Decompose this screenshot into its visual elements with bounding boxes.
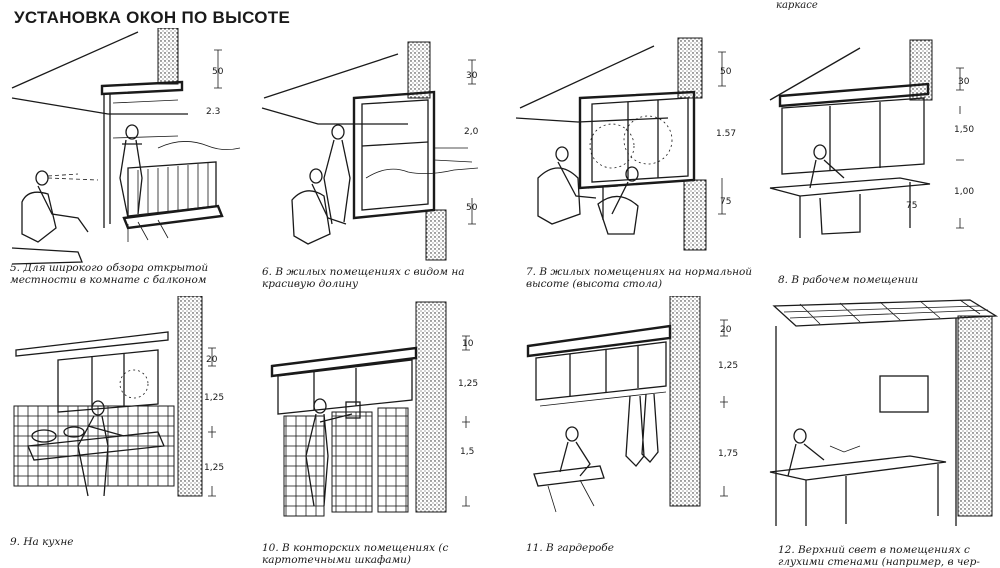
wardrobe-illustration: 20 1,25 1,75 xyxy=(526,296,738,513)
caption-panel-10: 10. В конторских помещениях (с картотечн… xyxy=(262,542,449,566)
dim-label: 30 xyxy=(958,77,970,87)
dim-label: 1,00 xyxy=(954,187,974,197)
dim-label: 20 xyxy=(206,355,218,365)
panel-work-room: 30 1,50 1,00 75 xyxy=(760,28,1000,268)
office-illustration: 10 1,25 1,5 xyxy=(270,301,478,517)
dim-label: 20 xyxy=(720,325,732,335)
panel-wardrobe: 20 1,25 1,75 xyxy=(520,296,764,536)
caption-panel-11: 11. В гардеробе xyxy=(526,542,614,554)
normal-height-illustration: 50 1.57 75 xyxy=(515,37,736,251)
page-title: УСТАНОВКА ОКОН ПО ВЫСОТЕ xyxy=(14,8,291,27)
caption-panel-9: 9. На кухне xyxy=(10,536,74,548)
dim-label: 2.3 xyxy=(206,107,220,117)
top-light-illustration xyxy=(769,299,999,526)
panel-normal-height: 50 1.57 75 xyxy=(508,28,752,268)
kitchen-illustration: 20 1,25 1,25 xyxy=(13,296,224,497)
caption-panel-6: 6. В жилых помещениях с видом на красиву… xyxy=(262,266,465,290)
dim-label: 75 xyxy=(906,201,917,211)
dim-label: 1,5 xyxy=(460,447,474,457)
dim-label: 50 xyxy=(466,203,478,213)
dim-label: 1,25 xyxy=(204,463,224,473)
panel-kitchen: 20 1,25 1,25 xyxy=(8,296,252,536)
dim-label: 50 xyxy=(212,67,224,77)
panel-valley-view: 30 2,0 50 xyxy=(258,28,502,268)
dim-label: 50 xyxy=(720,67,732,77)
caption-panel-8: 8. В рабочем помещении xyxy=(778,274,919,286)
dim-label: 1,25 xyxy=(718,361,738,371)
panel-top-light xyxy=(760,296,1000,536)
caption-panel-5: 5. Для широкого обзора открытой местност… xyxy=(10,262,209,286)
valley-view-illustration: 30 2,0 50 xyxy=(261,41,479,261)
work-room-illustration: 30 1,50 1,00 75 xyxy=(769,39,974,238)
dim-label: 1.57 xyxy=(716,129,736,139)
dim-label: 30 xyxy=(466,71,478,81)
dim-label: 1,75 xyxy=(718,449,738,459)
corner-note: каркасе xyxy=(776,0,818,11)
dim-label: 75 xyxy=(720,197,731,207)
panel-balcony-room: 50 2.3 xyxy=(8,28,252,268)
caption-panel-7: 7. В жилых помещениях на нормальной высо… xyxy=(526,266,753,290)
caption-panel-12: 12. Верхний свет в помещениях с глухими … xyxy=(778,544,980,568)
balcony-room-illustration: 50 2.3 xyxy=(11,28,241,265)
dim-label: 2,0 xyxy=(464,127,479,137)
dim-label: 1,50 xyxy=(954,125,974,135)
dim-label: 1,25 xyxy=(458,379,478,389)
dim-label: 10 xyxy=(462,339,474,349)
panel-office: 10 1,25 1,5 xyxy=(266,296,510,536)
dim-label: 1,25 xyxy=(204,393,224,403)
